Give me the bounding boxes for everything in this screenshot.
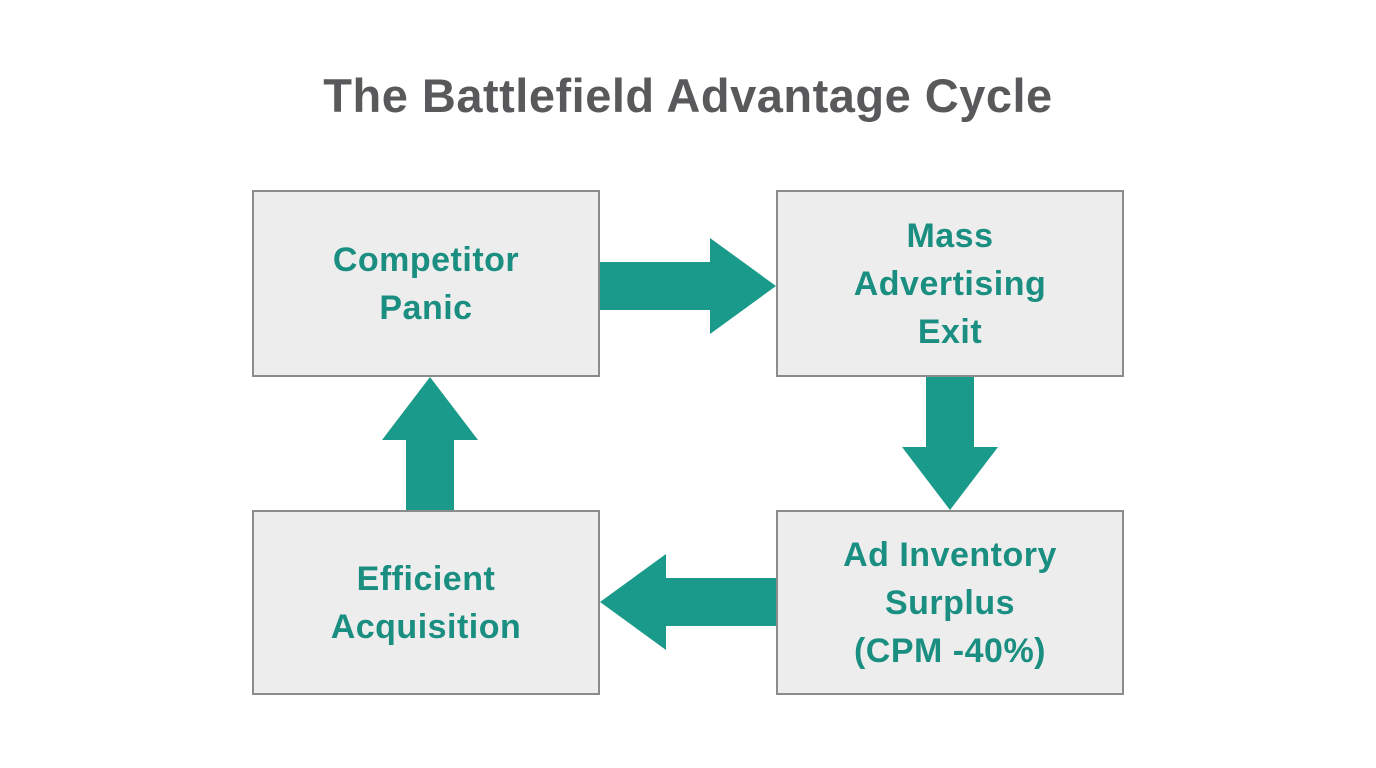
node-label: Mass Advertising Exit [854, 212, 1047, 356]
arrow-right-shape [600, 238, 776, 334]
arrow-left-shape [600, 554, 776, 650]
node-label: Ad Inventory Surplus (CPM -40%) [843, 531, 1057, 675]
node-label-line: Efficient [356, 559, 496, 598]
node-label-line: Ad Inventory [843, 535, 1057, 574]
node-label-line: Competitor [332, 240, 520, 279]
node-label-line: Acquisition [330, 607, 522, 646]
node-label-line: Panic [379, 288, 473, 327]
node-label-line: Surplus [884, 583, 1016, 622]
arrow-right-icon [600, 238, 776, 334]
arrow-up-shape [382, 377, 478, 510]
node-label-line: Advertising [853, 264, 1047, 303]
node-label: Efficient Acquisition [331, 555, 522, 651]
arrow-down-shape [902, 377, 998, 510]
node-ad-inventory-surplus: Ad Inventory Surplus (CPM -40%) [776, 510, 1124, 695]
node-label: Competitor Panic [333, 236, 519, 332]
arrow-up-icon [382, 377, 478, 510]
node-competitor-panic: Competitor Panic [252, 190, 600, 377]
node-label-line: Exit [917, 312, 983, 351]
node-label-line: (CPM -40%) [853, 631, 1047, 670]
node-label-line: Mass [906, 216, 994, 255]
arrow-down-icon [902, 377, 998, 510]
node-mass-advertising-exit: Mass Advertising Exit [776, 190, 1124, 377]
diagram-title: The Battlefield Advantage Cycle [323, 69, 1053, 122]
node-efficient-acquisition: Efficient Acquisition [252, 510, 600, 695]
arrow-left-icon [600, 554, 776, 650]
